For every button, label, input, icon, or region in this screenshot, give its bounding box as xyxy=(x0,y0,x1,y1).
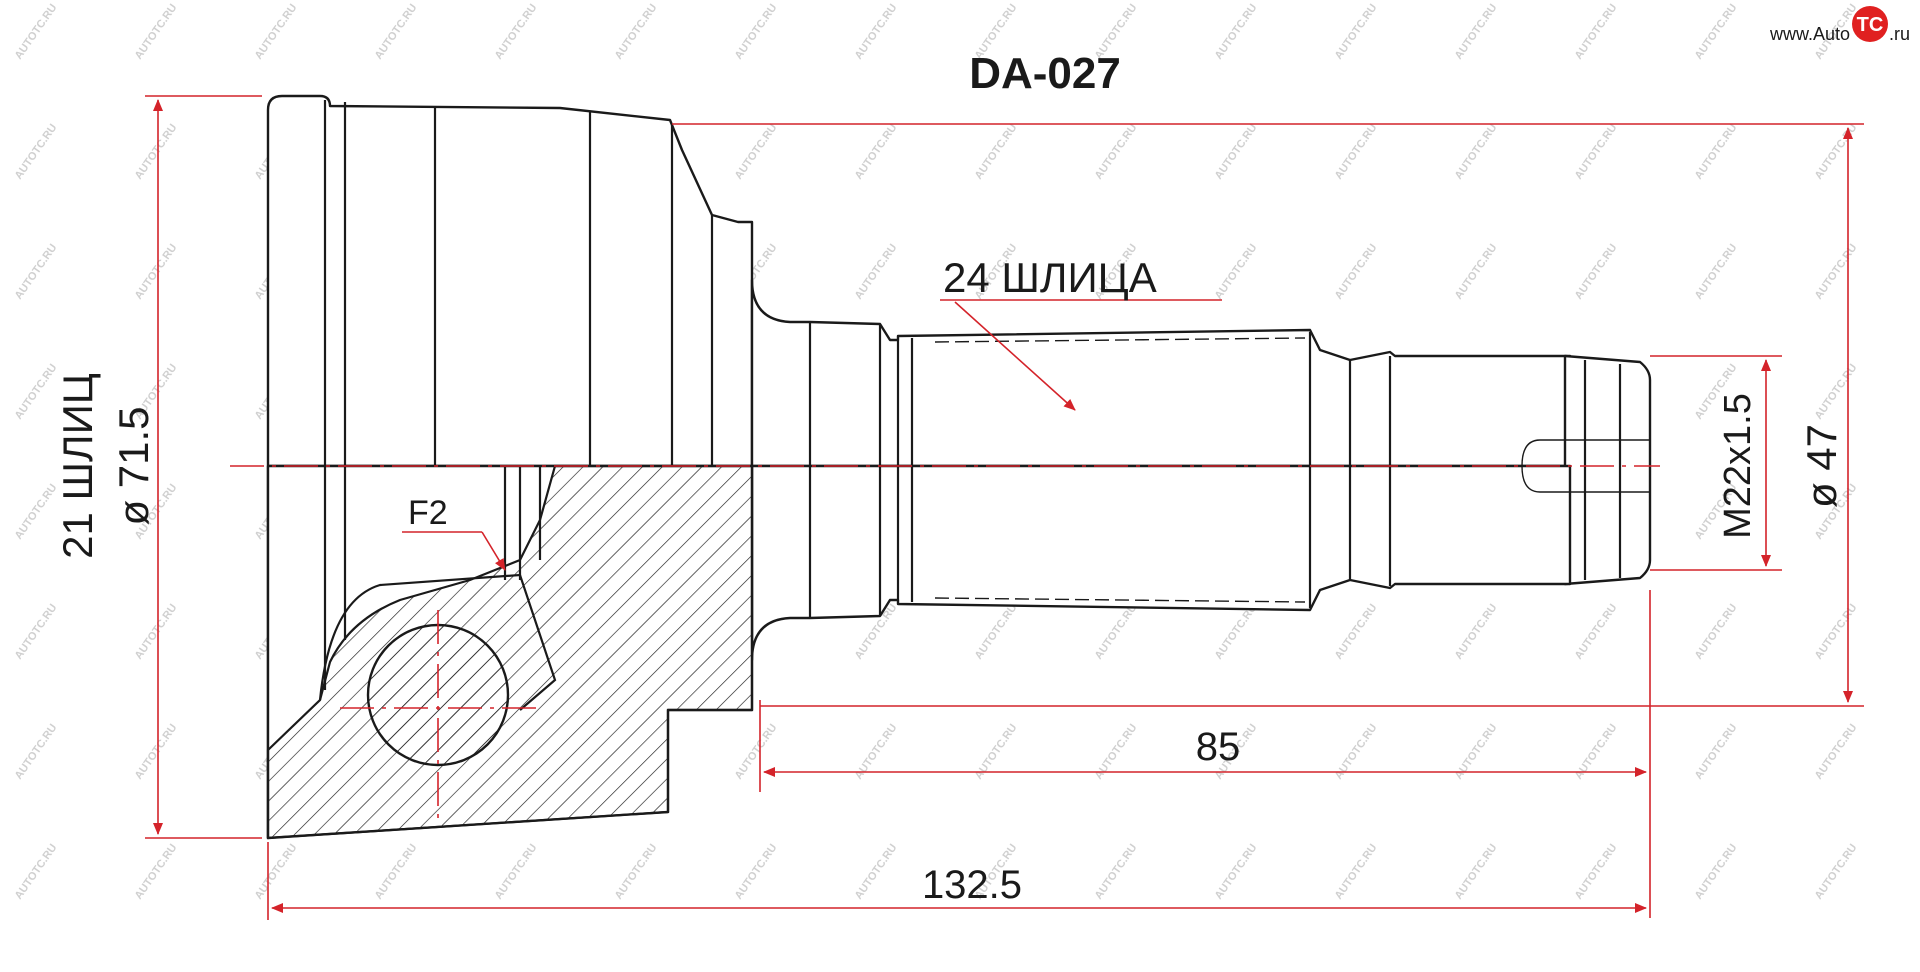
watermark-text: AUTOTC.RU xyxy=(1213,602,1260,662)
watermark-text: AUTOTC.RU xyxy=(1093,602,1140,662)
watermark-text: AUTOTC.RU xyxy=(13,842,60,902)
watermark-text: AUTOTC.RU xyxy=(373,2,420,62)
watermark-text: AUTOTC.RU xyxy=(1213,122,1260,182)
watermark-text: AUTOTC.RU xyxy=(1453,242,1500,302)
dimension-length-85 xyxy=(759,590,1651,918)
outer-splines-label: 21 ШЛИЦ xyxy=(54,373,101,559)
part-number-title: DA-027 xyxy=(969,49,1121,98)
watermark-text: AUTOTC.RU xyxy=(733,842,780,902)
watermark-text: AUTOTC.RU xyxy=(853,242,900,302)
watermark-text: AUTOTC.RU xyxy=(1213,242,1260,302)
logo-suffix: .ru xyxy=(1889,24,1910,44)
watermark-text: AUTOTC.RU xyxy=(613,2,660,62)
watermark-text: AUTOTC.RU xyxy=(253,2,300,62)
watermark-text: AUTOTC.RU xyxy=(373,842,420,902)
autotc-logo: www.Auto TC .ru xyxy=(1769,6,1910,44)
watermark-text: AUTOTC.RU xyxy=(1813,362,1860,422)
watermark-text: AUTOTC.RU xyxy=(1333,242,1380,302)
watermark-text: AUTOTC.RU xyxy=(1573,242,1620,302)
watermark-text: AUTOTC.RU xyxy=(13,602,60,662)
watermark-text: AUTOTC.RU xyxy=(133,122,180,182)
watermark-text: AUTOTC.RU xyxy=(13,122,60,182)
watermark-text: AUTOTC.RU xyxy=(973,602,1020,662)
watermark-text: AUTOTC.RU xyxy=(1693,722,1740,782)
watermark-text: AUTOTC.RU xyxy=(1813,242,1860,302)
watermark-text: AUTOTC.RU xyxy=(133,842,180,902)
flange-label: F2 xyxy=(408,494,448,532)
watermark-text: AUTOTC.RU xyxy=(853,122,900,182)
watermark-text: AUTOTC.RU xyxy=(1813,722,1860,782)
watermark-text: AUTOTC.RU xyxy=(973,122,1020,182)
watermark-text: AUTOTC.RU xyxy=(133,722,180,782)
watermark-text: AUTOTC.RU xyxy=(1333,842,1380,902)
logo-badge: TC xyxy=(1857,14,1884,36)
watermark-text: AUTOTC.RU xyxy=(1573,122,1620,182)
watermark-text: AUTOTC.RU xyxy=(133,2,180,62)
watermark-text: AUTOTC.RU xyxy=(1813,842,1860,902)
dimension-thread xyxy=(1650,355,1782,571)
watermark-text: AUTOTC.RU xyxy=(1213,2,1260,62)
watermark-text: AUTOTC.RU xyxy=(1093,842,1140,902)
logo-prefix: www.Auto xyxy=(1769,24,1850,44)
watermark-text: AUTOTC.RU xyxy=(1813,602,1860,662)
watermark-text: AUTOTC.RU xyxy=(1453,602,1500,662)
watermark-text: AUTOTC.RU xyxy=(1093,122,1140,182)
watermark-text: AUTOTC.RU xyxy=(1693,602,1740,662)
dimension-shaft-diameter xyxy=(672,123,1864,707)
watermark-text: AUTOTC.RU xyxy=(1333,122,1380,182)
watermark-text: AUTOTC.RU xyxy=(733,2,780,62)
watermark-text: AUTOTC.RU xyxy=(133,242,180,302)
watermark-text: AUTOTC.RU xyxy=(1813,122,1860,182)
cv-joint-body xyxy=(266,94,1652,840)
watermark-text: AUTOTC.RU xyxy=(13,722,60,782)
watermark-text: AUTOTC.RU xyxy=(1333,2,1380,62)
watermark-text: AUTOTC.RU xyxy=(253,842,300,902)
watermark-text: AUTOTC.RU xyxy=(13,242,60,302)
watermark-text: AUTOTC.RU xyxy=(613,842,660,902)
watermark-text: AUTOTC.RU xyxy=(133,602,180,662)
length-85-label: 85 xyxy=(1196,725,1241,769)
leader-inner-splines xyxy=(940,299,1222,411)
watermark-text: AUTOTC.RU xyxy=(1573,602,1620,662)
watermark-text: AUTOTC.RU xyxy=(1453,122,1500,182)
logo-badge-circle xyxy=(1852,6,1888,42)
watermark-text: AUTOTC.RU xyxy=(1213,842,1260,902)
outer-diameter-label: ø 71.5 xyxy=(110,406,157,525)
length-total-label: 132.5 xyxy=(922,863,1022,907)
watermark-text: AUTOTC.RU xyxy=(1693,842,1740,902)
dimension-length-total xyxy=(267,842,1647,920)
thread-label: M22x1.5 xyxy=(1717,393,1759,539)
watermark-text: AUTOTC.RU xyxy=(13,482,60,542)
watermark-text: AUTOTC.RU xyxy=(1693,122,1740,182)
inner-splines-label: 24 ШЛИЦА xyxy=(943,254,1157,301)
watermark-text: AUTOTC.RU xyxy=(13,2,60,62)
watermark-text: AUTOTC.RU xyxy=(1693,2,1740,62)
watermark-text: AUTOTC.RU xyxy=(493,842,540,902)
watermark-text: AUTOTC.RU xyxy=(1333,602,1380,662)
watermark-text: AUTOTC.RU xyxy=(853,2,900,62)
leader-flange xyxy=(402,531,506,571)
dimension-outer-diameter xyxy=(145,95,262,839)
watermark-text: AUTOTC.RU xyxy=(1573,842,1620,902)
watermark-text: AUTOTC.RU xyxy=(1453,2,1500,62)
watermark-text: AUTOTC.RU xyxy=(493,2,540,62)
watermark-text: AUTOTC.RU xyxy=(853,842,900,902)
watermark-text: AUTOTC.RU xyxy=(13,362,60,422)
watermark-text: AUTOTC.RU xyxy=(733,122,780,182)
watermark-text: AUTOTC.RU xyxy=(1573,2,1620,62)
shaft-diameter-label: ø 47 xyxy=(1798,424,1845,508)
watermark-text: AUTOTC.RU xyxy=(1693,242,1740,302)
watermark-text: AUTOTC.RU xyxy=(1453,842,1500,902)
